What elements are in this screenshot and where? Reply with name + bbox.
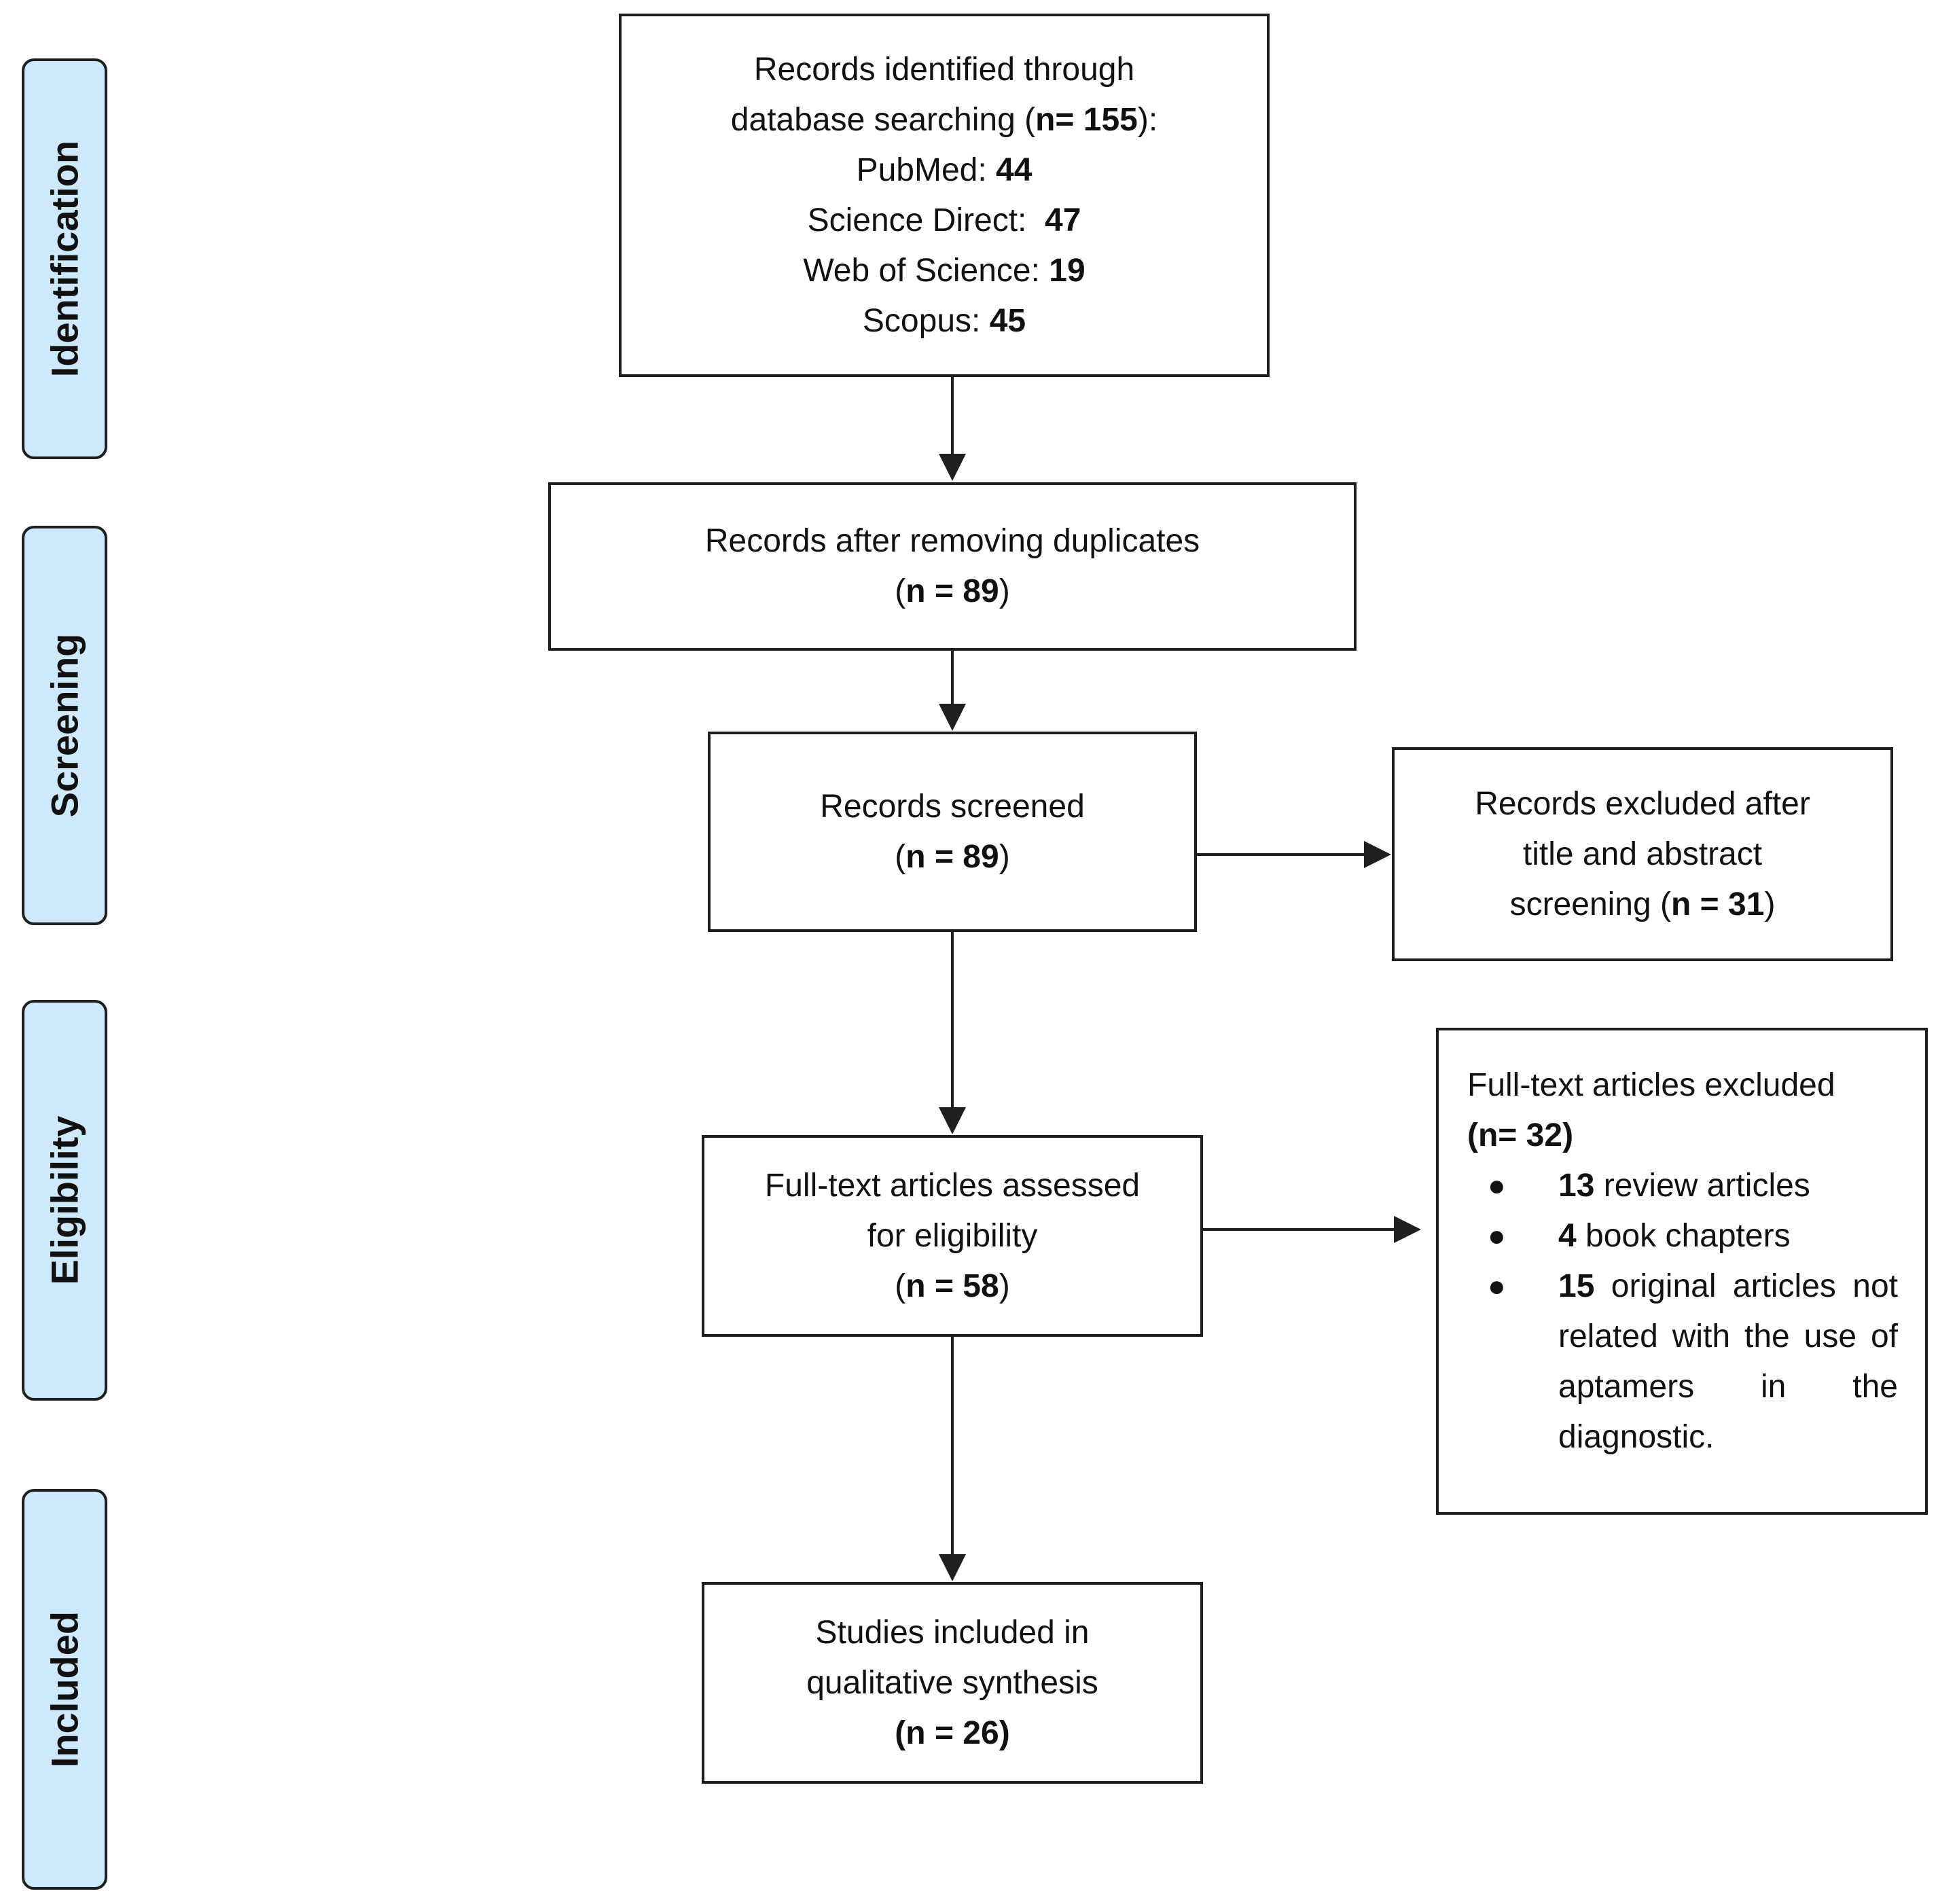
- source-pubmed: PubMed: 44: [857, 145, 1033, 196]
- source-web-of-science-count: 19: [1049, 252, 1085, 289]
- source-scopus-count: 45: [989, 302, 1026, 339]
- source-web-of-science: Web of Science: 19: [803, 246, 1085, 296]
- exclusion-reason-text: review articles: [1594, 1168, 1810, 1204]
- exclusion-reason-count: 4: [1558, 1218, 1577, 1254]
- exclusion-reason-item: ● 13 review articles: [1467, 1161, 1898, 1211]
- duplicates-count: n = 89: [905, 573, 999, 609]
- stage-screening: Screening: [22, 526, 107, 925]
- excluded-line-1: Records excluded after: [1475, 785, 1810, 822]
- duplicates-open-paren: (: [895, 573, 906, 609]
- identified-line-1: Records identified through: [753, 51, 1135, 88]
- identified-total-count: n= 155: [1035, 101, 1138, 138]
- fulltext-excluded-total: (n= 32): [1467, 1117, 1574, 1153]
- screened-close-paren: ): [999, 838, 1010, 875]
- assessed-close-paren: ): [999, 1268, 1010, 1304]
- source-scopus: Scopus: 45: [863, 296, 1026, 346]
- fulltext-excluded-title: Full-text articles excluded: [1467, 1067, 1835, 1103]
- duplicates-count-line: (n = 89): [895, 567, 1009, 617]
- excluded-line-2: title and abstract: [1522, 836, 1763, 872]
- exclusion-reason-text: book chapters: [1576, 1218, 1791, 1254]
- excluded-line-3-text: screening (: [1509, 886, 1672, 922]
- assessed-count-line: (n = 58): [895, 1261, 1009, 1312]
- included-count: (n = 26): [895, 1714, 1010, 1751]
- stage-screening-label: Screening: [43, 633, 86, 818]
- bullet-icon: ●: [1488, 1219, 1506, 1253]
- exclusion-reason-text: original articles not related with the u…: [1558, 1268, 1898, 1455]
- fulltext-excluded-count: (n= 32): [1467, 1111, 1898, 1161]
- stage-eligibility: Eligibility: [22, 1000, 107, 1401]
- source-scopus-label: Scopus:: [862, 302, 990, 339]
- identified-line-2: database searching (n= 155):: [731, 95, 1158, 145]
- excluded-count: n = 31: [1671, 886, 1765, 922]
- duplicates-line-1: Records after removing duplicates: [704, 523, 1200, 559]
- fulltext-assessed-box: Full-text articles assessed for eligibil…: [702, 1135, 1203, 1337]
- studies-included-box: Studies included in qualitative synthesi…: [702, 1582, 1203, 1784]
- fulltext-excluded-box: Full-text articles excluded (n= 32) ● 13 …: [1436, 1028, 1928, 1515]
- records-excluded-box: Records excluded after title and abstrac…: [1392, 747, 1893, 961]
- excluded-count-line: screening (n = 31): [1510, 880, 1776, 930]
- duplicates-removed-box: Records after removing duplicates (n = 8…: [548, 482, 1357, 651]
- stage-included: Included: [22, 1489, 107, 1890]
- duplicates-close-paren: ): [999, 573, 1010, 609]
- assessed-open-paren: (: [895, 1268, 906, 1304]
- source-pubmed-count: 44: [996, 151, 1033, 188]
- assessed-line-1: Full-text articles assessed: [764, 1167, 1141, 1204]
- bullet-icon: ●: [1488, 1270, 1506, 1303]
- source-web-of-science-label: Web of Science:: [803, 252, 1049, 289]
- excluded-close-paren: ): [1764, 886, 1776, 922]
- exclusion-reasons-list: ● 13 review articles ● 4 book chapters ● 15…: [1467, 1161, 1898, 1462]
- included-count-line: (n = 26): [895, 1708, 1009, 1759]
- identified-line-2-end: ):: [1137, 101, 1158, 138]
- bullet-icon: ●: [1488, 1169, 1506, 1202]
- screened-open-paren: (: [895, 838, 906, 875]
- records-identified-box: Records identified through database sear…: [619, 14, 1270, 377]
- exclusion-reason-count: 13: [1558, 1168, 1595, 1204]
- stage-identification: Identification: [22, 58, 107, 459]
- stage-eligibility-label: Eligibility: [43, 1115, 86, 1285]
- source-science-direct: Science Direct: 47: [808, 196, 1081, 246]
- included-line-1: Studies included in: [815, 1614, 1090, 1651]
- exclusion-reason-item: ● 15 original articles not related with t…: [1467, 1261, 1898, 1462]
- records-screened-box: Records screened (n = 89): [708, 732, 1197, 932]
- identified-line-2-text: database searching (: [730, 101, 1036, 138]
- exclusion-reason-item: ● 4 book chapters: [1467, 1211, 1898, 1261]
- stage-identification-label: Identification: [43, 140, 86, 378]
- screened-line-1: Records screened: [820, 788, 1085, 825]
- screened-count: n = 89: [905, 838, 999, 875]
- stage-included-label: Included: [43, 1611, 86, 1768]
- exclusion-reason-count: 15: [1558, 1268, 1595, 1304]
- screened-count-line: (n = 89): [895, 832, 1009, 882]
- source-science-direct-label: Science Direct:: [807, 202, 1045, 238]
- assessed-count: n = 58: [905, 1268, 999, 1304]
- assessed-line-2: for eligibility: [867, 1217, 1038, 1254]
- included-line-2: qualitative synthesis: [806, 1664, 1098, 1701]
- source-science-direct-count: 47: [1045, 202, 1081, 238]
- source-pubmed-label: PubMed:: [856, 151, 997, 188]
